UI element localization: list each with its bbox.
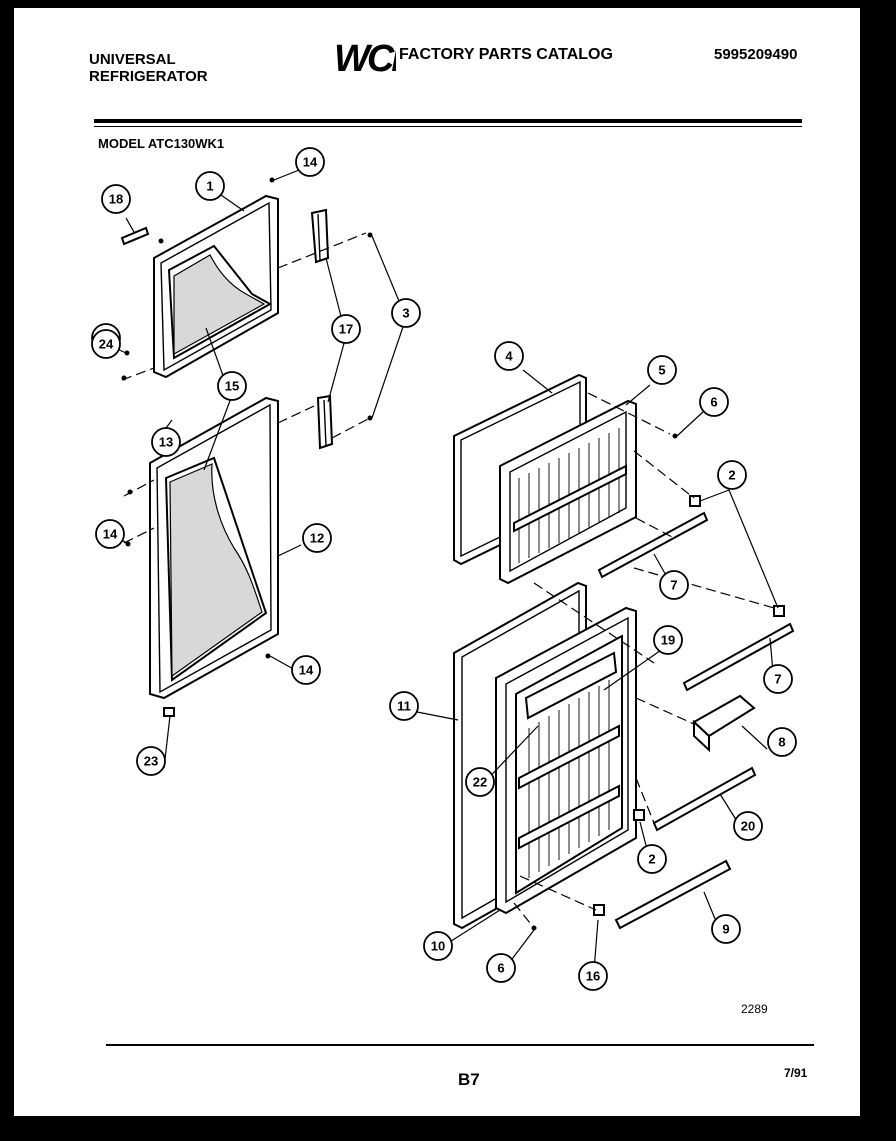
part-callouts: 1223456677891011121314141414151617181920… <box>91 147 797 991</box>
scan-border <box>860 0 896 1141</box>
callout-label: 18 <box>109 192 123 207</box>
catalog-number: 5995209490 <box>714 46 798 63</box>
callout-6: 6 <box>699 387 729 417</box>
callout-label: 2 <box>648 852 655 867</box>
callout-label: 1 <box>206 179 213 194</box>
logo-text: WCI <box>334 38 396 76</box>
callout-label: 7 <box>774 672 781 687</box>
callout-22: 22 <box>465 767 495 797</box>
callout-15: 15 <box>217 371 247 401</box>
callout-label: 22 <box>473 775 487 790</box>
callout-label: 6 <box>710 395 717 410</box>
callout-label: 3 <box>402 306 409 321</box>
product-type: REFRIGERATOR <box>89 68 208 85</box>
callout-13: 13 <box>151 427 181 457</box>
callout-18: 18 <box>101 184 131 214</box>
callout-3: 3 <box>391 298 421 328</box>
callout-14: 14 <box>291 655 321 685</box>
callout-14: 14 <box>95 519 125 549</box>
callout-label: 16 <box>586 969 600 984</box>
callout-label: 8 <box>778 735 785 750</box>
callout-label: 14 <box>299 663 314 678</box>
callout-5: 5 <box>647 355 677 385</box>
callout-2: 2 <box>637 844 667 874</box>
callout-label: 9 <box>722 922 729 937</box>
callout-20: 20 <box>733 811 763 841</box>
callout-label: 19 <box>661 633 675 648</box>
revision-date: 7/91 <box>784 1066 808 1080</box>
callout-14: 14 <box>295 147 325 177</box>
callout-19: 19 <box>653 625 683 655</box>
callout-9: 9 <box>711 914 741 944</box>
shelf-clip <box>689 495 701 507</box>
callout-23: 23 <box>136 746 166 776</box>
drawing-code: 2289 <box>741 1002 768 1016</box>
shelf-rail-middle <box>682 622 795 692</box>
callout-7: 7 <box>763 664 793 694</box>
freezer-door-outer-panel <box>153 194 279 379</box>
header-rule-thin <box>94 126 802 127</box>
catalog-sheet: UNIVERSAL REFRIGERATOR WCI FACTORY PARTS… <box>14 8 860 1116</box>
dairy-compartment <box>524 651 618 720</box>
footer-rule <box>106 1044 814 1046</box>
callout-8: 8 <box>767 727 797 757</box>
callout-17: 17 <box>331 314 361 344</box>
callout-24: 24 <box>91 329 121 359</box>
brand-name: UNIVERSAL <box>89 51 176 68</box>
callout-2: 2 <box>717 460 747 490</box>
callout-label: 13 <box>159 435 173 450</box>
shelf-rail-dairy <box>652 766 757 832</box>
callout-10: 10 <box>423 931 453 961</box>
fresh-food-door-outer-panel <box>149 396 279 700</box>
callout-6: 6 <box>486 953 516 983</box>
callout-label: 14 <box>303 155 318 170</box>
callout-4: 4 <box>494 341 524 371</box>
callout-label: 4 <box>505 349 513 364</box>
callout-label: 11 <box>397 699 411 714</box>
page-number: B7 <box>458 1070 480 1089</box>
callout-label: 14 <box>103 527 118 542</box>
callout-label: 5 <box>658 363 665 378</box>
shelf-rail-upper <box>597 511 709 579</box>
wci-logo: WCI <box>334 38 396 76</box>
callout-label: 24 <box>99 337 114 352</box>
hinge-bottom <box>316 394 334 450</box>
freezer-door-liner <box>499 399 637 585</box>
callout-label: 20 <box>741 819 755 834</box>
exploded-parts-diagram: 1223456677891011121314141414151617181920… <box>91 147 797 991</box>
door-stop-bracket <box>120 226 150 246</box>
shelf-rail-lower <box>614 859 732 930</box>
catalog-title: FACTORY PARTS CATALOG <box>399 46 613 63</box>
callout-7: 7 <box>659 570 689 600</box>
door-stop <box>593 904 605 916</box>
fresh-food-door-liner <box>495 606 637 915</box>
callout-label: 12 <box>310 531 324 546</box>
callout-label: 23 <box>144 754 158 769</box>
header-rule <box>94 119 802 123</box>
callout-label: 17 <box>339 322 353 337</box>
hinge-top <box>310 208 330 264</box>
hinge-pin <box>163 707 175 717</box>
callout-12: 12 <box>302 523 332 553</box>
callout-label: 6 <box>497 961 504 976</box>
callout-16: 16 <box>578 961 608 991</box>
callout-11: 11 <box>389 691 419 721</box>
model-number: MODEL ATC130WK1 <box>98 136 225 151</box>
callout-label: 2 <box>728 468 735 483</box>
callout-label: 10 <box>431 939 445 954</box>
callout-1: 1 <box>195 171 225 201</box>
callout-label: 7 <box>670 578 677 593</box>
callout-label: 15 <box>225 379 239 394</box>
